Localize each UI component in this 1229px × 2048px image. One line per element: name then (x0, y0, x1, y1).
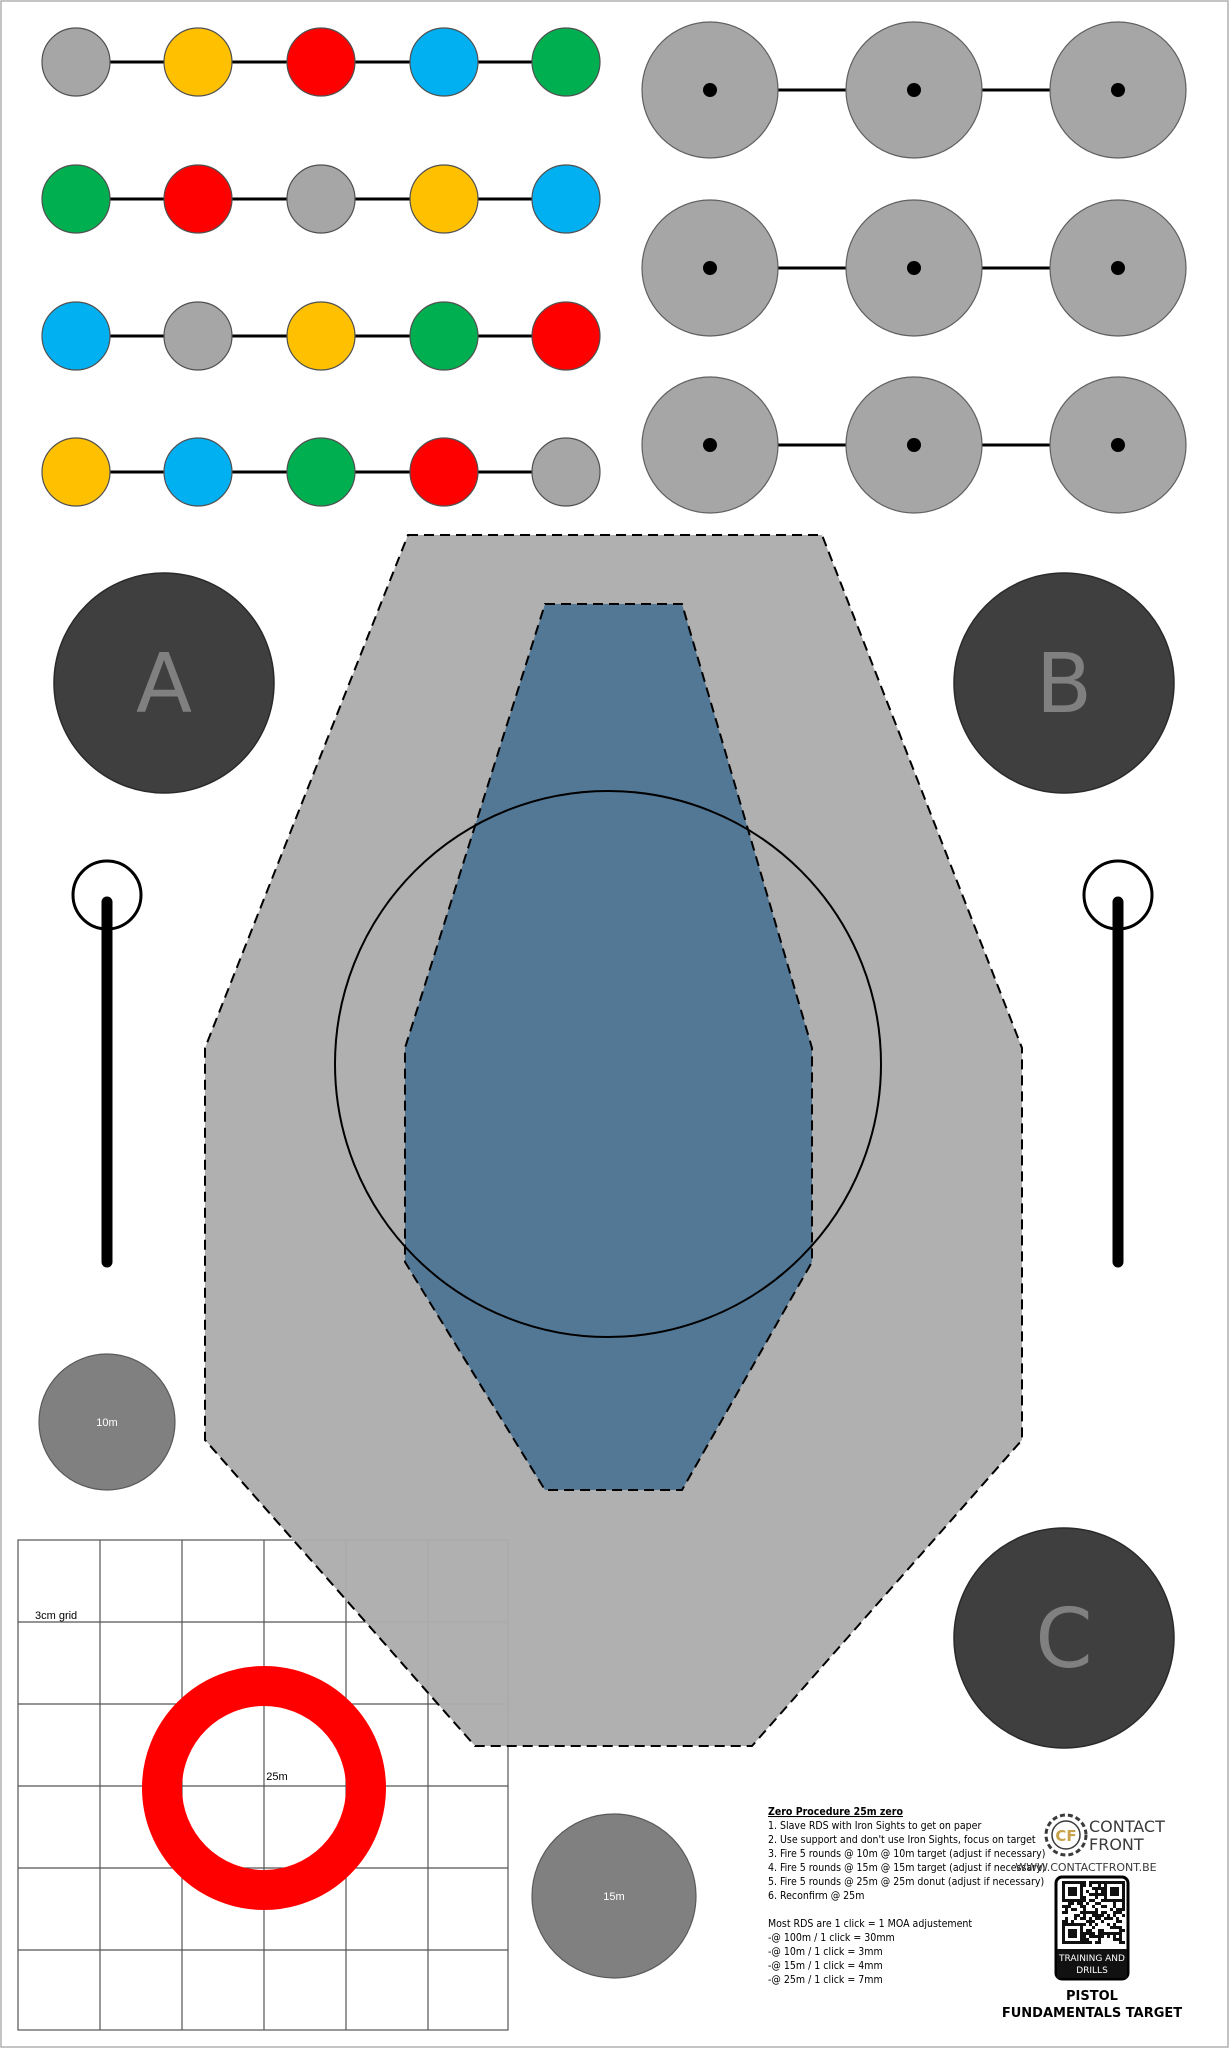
procedure-title: Zero Procedure 25m zero (768, 1806, 903, 1818)
brand-name-line2: FRONT (1089, 1835, 1144, 1854)
color-dot-gray (41, 27, 111, 97)
center-dot (907, 261, 921, 275)
tracking-line-left (71, 859, 143, 1268)
silhouette-inner (404, 603, 813, 1491)
center-dot (703, 83, 717, 97)
color-dot-yellow (163, 27, 233, 97)
color-dot-yellow (409, 164, 479, 234)
color-dot-green (286, 437, 356, 507)
color-dot-blue (41, 301, 111, 371)
color-dot-green (41, 164, 111, 234)
svg-text:CF: CF (1055, 1827, 1076, 1845)
color-dot-blue (163, 437, 233, 507)
precision-circle-drill (641, 21, 1187, 514)
color-dot-red (531, 301, 601, 371)
center-dot (907, 438, 921, 452)
procedure-step: 3. Fire 5 rounds @ 10m @ 10m target (adj… (768, 1848, 1045, 1860)
color-dot-blue (531, 164, 601, 234)
center-dot (703, 261, 717, 275)
center-dot (1111, 438, 1125, 452)
grid-label: 3cm grid (35, 1610, 77, 1622)
color-dot-red (409, 437, 479, 507)
center-dot (907, 83, 921, 97)
procedure-note: Most RDS are 1 click = 1 MOA adjustement (768, 1918, 972, 1930)
color-dot-gray (286, 164, 356, 234)
color-dot-green (531, 27, 601, 97)
procedure-click: -@ 15m / 1 click = 4mm (768, 1960, 883, 1972)
color-dot-blue (409, 27, 479, 97)
donut-25m-label: 25m (266, 1771, 287, 1783)
target-c-circle (953, 1527, 1175, 1749)
brand-url: WWW.CONTACTFRONT.BE (1015, 1861, 1156, 1874)
target-a-circle (53, 572, 275, 794)
target-10m (38, 1353, 176, 1491)
target-b-letter: B (1036, 637, 1092, 732)
target-15m (531, 1813, 697, 1979)
qr-caption-line1: TRAINING AND (1058, 1954, 1125, 1964)
procedure-step: 2. Use support and don't use Iron Sights… (768, 1834, 1036, 1846)
center-dot (1111, 83, 1125, 97)
target-b-circle (953, 572, 1175, 794)
color-dot-gray (531, 437, 601, 507)
procedure-click: -@ 25m / 1 click = 7mm (768, 1974, 883, 1986)
procedure-click: -@ 100m / 1 click = 30mm (768, 1932, 895, 1944)
procedure-step: 5. Fire 5 rounds @ 25m @ 25m donut (adju… (768, 1876, 1044, 1888)
donut-25m (142, 1666, 386, 1910)
procedure-step: 6. Reconfirm @ 25m (768, 1890, 864, 1902)
color-dot-yellow (41, 437, 111, 507)
target-c-letter: C (1035, 1592, 1092, 1687)
center-dot (1111, 261, 1125, 275)
procedure-step: 1. Slave RDS with Iron Sights to get on … (768, 1820, 981, 1832)
brand-logo-icon: CF (1044, 1813, 1088, 1857)
color-dot-drill (41, 27, 601, 507)
qr-caption-band (1057, 1949, 1127, 1978)
sheet-title-line2: FUNDAMENTALS TARGET (1002, 2006, 1182, 2021)
center-dot (703, 438, 717, 452)
target-15m-label: 15m (603, 1891, 624, 1903)
color-dot-red (163, 164, 233, 234)
color-dot-red (286, 27, 356, 97)
color-dot-green (409, 301, 479, 371)
color-dot-yellow (286, 301, 356, 371)
zero-procedure: Zero Procedure 25m zero 1. Slave RDS wit… (768, 1806, 1045, 1986)
brand-block: CF CONTACT FRONT WWW.CONTACTFRONT.BE TRA… (1002, 1813, 1182, 2021)
target-a-letter: A (136, 637, 192, 732)
procedure-click: -@ 10m / 1 click = 3mm (768, 1946, 883, 1958)
center-circle-outline (334, 790, 882, 1338)
procedure-step: 4. Fire 5 rounds @ 15m @ 15m target (adj… (768, 1862, 1045, 1874)
target-10m-label: 10m (96, 1417, 117, 1429)
brand-name-line1: CONTACT (1089, 1817, 1165, 1836)
sheet-title-line1: PISTOL (1066, 1989, 1118, 2004)
color-dot-gray (163, 301, 233, 371)
qr-code-icon (1062, 1881, 1125, 1944)
tracking-line-right (1082, 859, 1154, 1268)
qr-caption-line2: DRILLS (1076, 1966, 1108, 1976)
